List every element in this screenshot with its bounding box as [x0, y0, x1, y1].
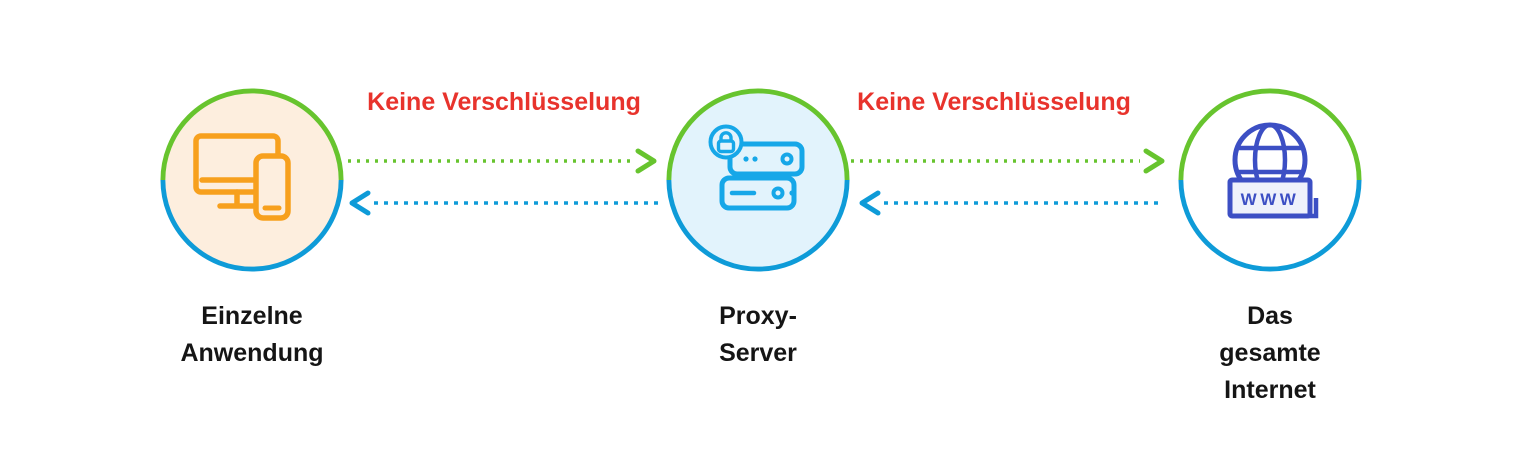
green-arrow-right-app-to-proxy [348, 148, 657, 174]
no-encryption-label: Keine Verschlüsselung [367, 88, 641, 116]
node-label: Das gesamte Internet [1178, 298, 1362, 409]
proxy-server-icon [708, 124, 805, 211]
blue-arrow-left-proxy-to-app [349, 190, 662, 216]
node-single-application: Einzelne Anwendung [160, 88, 344, 372]
label-line: Server [719, 339, 797, 367]
www-text: WWW [1241, 190, 1300, 209]
node-whole-internet: WWW Das gesamte Internet [1178, 88, 1362, 409]
green-arrow-right-proxy-to-internet [851, 148, 1165, 174]
lock-icon [708, 124, 744, 160]
label-line: Einzelne [201, 302, 303, 330]
label-line: Anwendung [180, 339, 324, 367]
no-encryption-label: Keine Verschlüsselung [857, 88, 1131, 116]
label-line: gesamte [1219, 339, 1321, 367]
label-line: Internet [1224, 376, 1316, 404]
node-label: Einzelne Anwendung [160, 298, 344, 372]
blue-arrow-left-internet-to-proxy [859, 190, 1164, 216]
node-label: Proxy- Server [666, 298, 850, 372]
node-proxy-server: Proxy- Server [666, 88, 850, 372]
label-line: Das [1247, 302, 1293, 330]
devices-icon [193, 133, 291, 221]
label-line: Proxy- [719, 302, 797, 330]
globe-www-icon: WWW [1227, 122, 1319, 219]
